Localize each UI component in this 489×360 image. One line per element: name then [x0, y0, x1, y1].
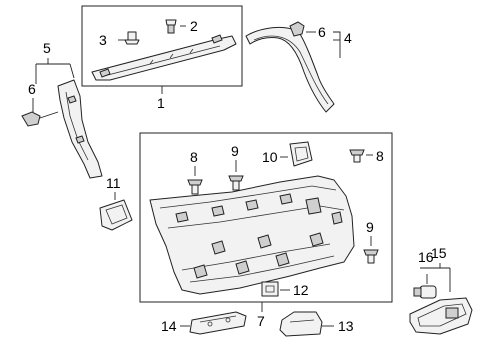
fastener-2	[165, 19, 177, 34]
pad-10	[289, 141, 313, 167]
clip-3	[124, 31, 140, 45]
callout-4: 4	[344, 30, 352, 46]
callout-13: 13	[338, 318, 354, 334]
callout-1: 1	[157, 95, 165, 111]
callout-9-upper: 9	[231, 143, 239, 159]
cover-12	[261, 281, 279, 297]
handle-14	[189, 311, 247, 335]
callout-9-right: 9	[366, 219, 374, 235]
handle-13-group: 13	[279, 311, 354, 337]
fastener-8-left	[187, 179, 203, 195]
callout-10: 10	[262, 149, 278, 165]
callout-16: 16	[418, 249, 434, 265]
callout-6-right: 6	[318, 24, 326, 40]
callout-12: 12	[293, 282, 309, 298]
main-trim-box	[139, 132, 393, 303]
cap-11	[99, 199, 133, 231]
callout-5: 5	[43, 40, 51, 56]
back-door-trim-panel	[149, 175, 355, 295]
upper-trim-group: 3 2 1	[81, 5, 243, 111]
callout-6-left: 6	[28, 81, 36, 97]
main-trim-group: 8 9 10 8	[139, 132, 393, 329]
panel-clip-right	[211, 34, 223, 44]
bulb-16	[413, 285, 437, 299]
side-trim-right-group: 6 4	[245, 21, 352, 113]
fastener-8-right	[349, 149, 365, 163]
callout-2: 2	[190, 18, 198, 34]
side-trim-left-group: 5 6	[21, 40, 103, 179]
callout-8-right: 8	[376, 148, 384, 164]
cap-11-group: 11	[99, 175, 133, 231]
fastener-9-right	[363, 249, 379, 264]
handle-13	[279, 311, 323, 337]
callout-15: 15	[431, 245, 447, 261]
side-trim-right	[245, 27, 335, 113]
lamp-housing-15	[409, 297, 473, 335]
lamp-group: 15 16	[409, 245, 473, 335]
callout-3: 3	[99, 32, 107, 48]
fastener-9-upper	[228, 175, 244, 191]
side-trim-left	[57, 79, 103, 179]
callout-8-left: 8	[190, 149, 198, 165]
clip-6-left	[21, 111, 41, 127]
panel-clip-left	[99, 68, 111, 78]
clip-6-right	[289, 21, 305, 37]
callout-14: 14	[161, 318, 177, 334]
callout-7: 7	[257, 313, 265, 329]
handle-14-group: 14	[161, 311, 247, 335]
callout-11: 11	[106, 175, 121, 191]
panel-bosses	[175, 193, 343, 279]
